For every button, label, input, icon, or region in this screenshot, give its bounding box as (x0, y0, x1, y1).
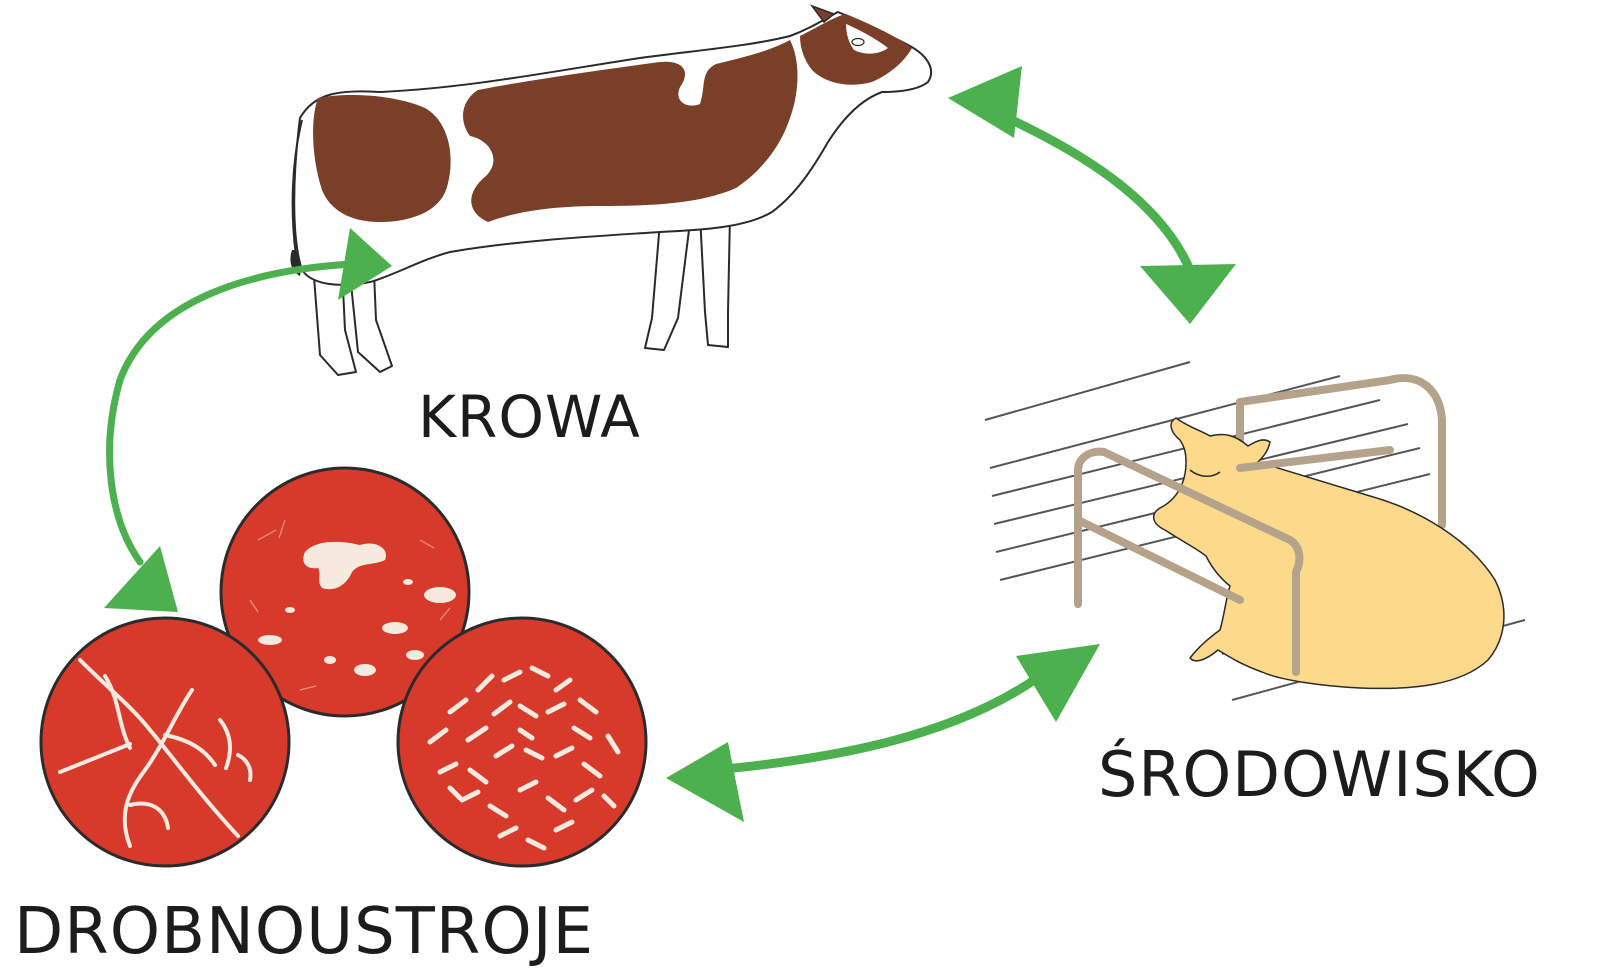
arrow-microbes-environment (666, 644, 1100, 822)
petri-dish-right (398, 618, 646, 866)
microbes-illustration (41, 468, 646, 866)
petri-dish-left (41, 618, 289, 866)
label-cow: KROWA (418, 388, 641, 446)
label-environment: ŚRODOWISKO (1098, 744, 1541, 806)
label-microbes: DROBNOUSTROJE (14, 900, 594, 964)
cow-illustration (290, 6, 931, 375)
arrow-cow-environment (948, 66, 1236, 324)
